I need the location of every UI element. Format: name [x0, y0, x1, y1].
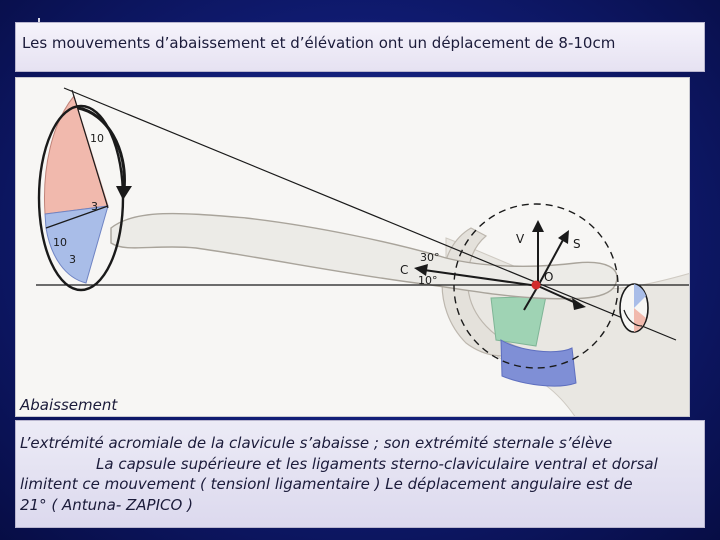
- label-angle-bottom: 10°: [418, 274, 438, 287]
- axis-lateral-arrowhead: [414, 264, 428, 276]
- axis-oblique-arrowhead: [558, 230, 569, 244]
- axis-down: [523, 285, 539, 311]
- label-upper-small: 3: [91, 200, 98, 213]
- label-lower-small: 3: [69, 253, 76, 266]
- label-vertical-axis: V: [516, 232, 525, 246]
- joint-circle: [453, 203, 619, 369]
- reference-line-oblique: [63, 87, 677, 341]
- sternal-elevation-sector: [634, 284, 646, 308]
- rotation-arrow: [77, 106, 126, 191]
- body-text-box: L’extrémité acromiale de la clavicule s’…: [15, 420, 705, 528]
- rotation-arrowhead: [116, 186, 132, 200]
- axis-medial-arrowhead: [572, 298, 586, 310]
- label-oblique-axis: S: [573, 237, 581, 251]
- label-upper-arc: 10: [90, 132, 104, 145]
- sternal-arrow: [623, 309, 643, 327]
- ligament-green: [490, 295, 547, 347]
- figure-panel: 10 3 10 3 V S O C 30° 10° Abaissement: [15, 77, 690, 417]
- diagonal-line-lower: [45, 205, 109, 229]
- sternal-depression-sector: [634, 308, 646, 332]
- label-lateral-axis: C: [400, 263, 408, 277]
- body-line: 21° ( Antuna- ZAPICO ): [20, 495, 193, 514]
- diagonal-line: [71, 89, 109, 209]
- axis-oblique: [537, 237, 565, 287]
- label-lower-arc: 10: [53, 236, 67, 249]
- body-line: L’extrémité acromiale de la clavicule s’…: [20, 434, 613, 452]
- rotation-center-point: [531, 280, 541, 290]
- axis-vertical-arrowhead: [532, 220, 544, 232]
- slide-title: Les mouvements d’abaissement et d’élévat…: [22, 34, 616, 52]
- body-line: La capsule supérieure et les ligaments s…: [96, 454, 658, 473]
- label-center: O: [544, 270, 553, 284]
- title-box: Les mouvements d’abaissement et d’élévat…: [15, 22, 705, 72]
- clavicle-diagram: 10 3 10 3 V S O C 30° 10°: [36, 87, 689, 416]
- figure-caption: Abaissement: [20, 396, 118, 414]
- body-line: limitent ce mouvement ( tensionl ligamen…: [20, 475, 633, 493]
- ligament-band: [500, 339, 577, 387]
- clavicle-bone: [110, 212, 618, 300]
- depression-sector: [44, 205, 109, 284]
- axis-lateral: [423, 269, 539, 287]
- label-angle-top: 30°: [420, 251, 440, 264]
- axis-medial: [537, 285, 579, 305]
